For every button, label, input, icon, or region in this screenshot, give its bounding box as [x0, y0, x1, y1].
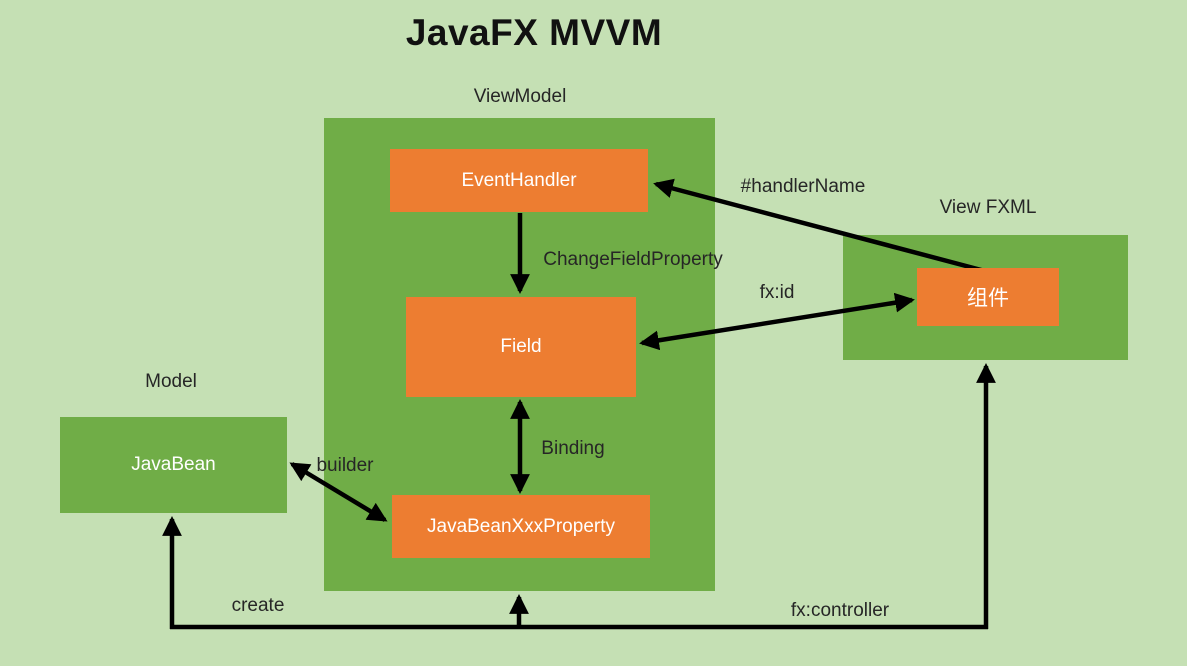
edge-label-change-field-property: ChangeFieldProperty — [543, 249, 723, 270]
node-javabean-label: JavaBean — [131, 454, 216, 475]
node-component-label: 组件 — [967, 287, 1009, 310]
node-field: Field — [406, 297, 636, 397]
node-event-handler: EventHandler — [390, 149, 648, 212]
page-title: JavaFX MVVM — [405, 12, 663, 53]
edge-label-create: create — [231, 595, 285, 616]
node-field-label: Field — [500, 336, 542, 357]
edge-label-builder: builder — [316, 455, 374, 476]
group-label-viewmodel: ViewModel — [473, 86, 567, 107]
edge-label-binding: Binding — [541, 438, 605, 459]
edge-label-fx-id: fx:id — [759, 282, 795, 303]
node-javabean-xxx-property-label: JavaBeanXxxProperty — [427, 515, 615, 537]
node-javabean-xxx-property: JavaBeanXxxProperty — [392, 495, 650, 558]
edge-label-handler-name: #handlerName — [740, 176, 866, 197]
node-component: 组件 — [917, 268, 1059, 326]
node-event-handler-label: EventHandler — [461, 169, 577, 191]
node-javabean: JavaBean — [60, 417, 287, 513]
group-label-model: Model — [145, 371, 197, 392]
edge-label-fx-controller: fx:controller — [790, 600, 890, 621]
group-label-view-fxml: View FXML — [939, 197, 1037, 218]
